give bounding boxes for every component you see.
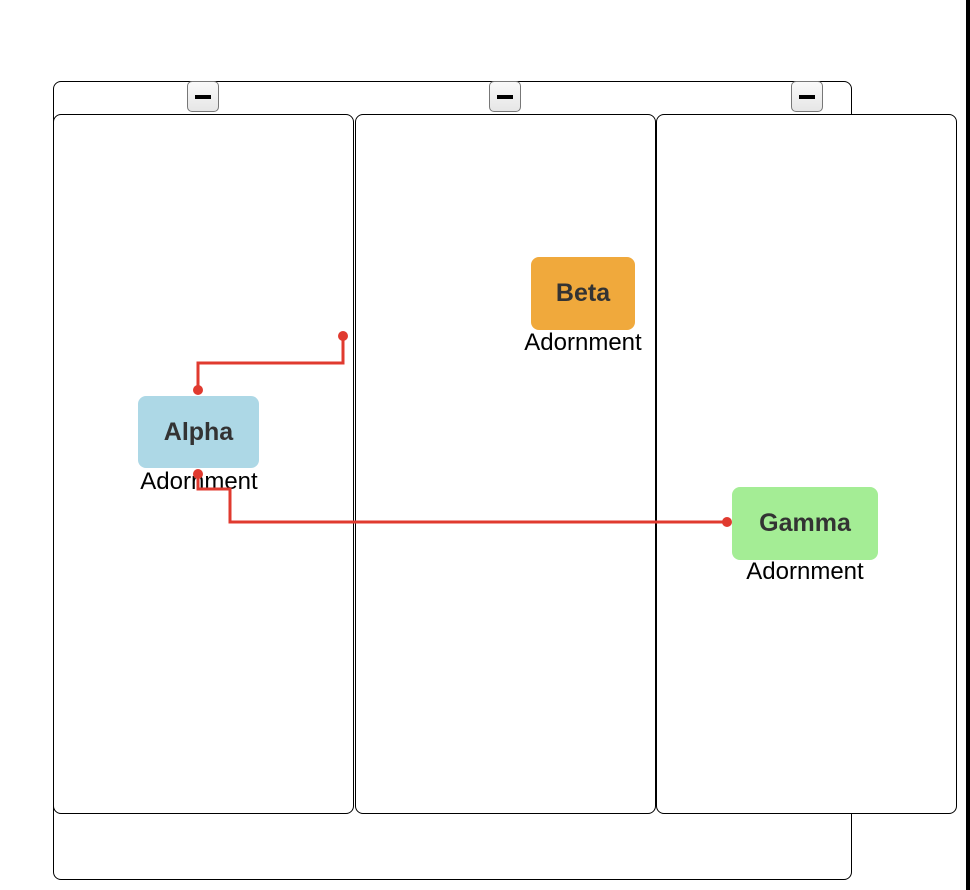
node-alpha-label: Alpha — [163, 417, 234, 446]
minus-icon — [497, 94, 513, 99]
lane-3-collapse-button[interactable] — [791, 81, 823, 112]
minus-icon — [195, 94, 211, 99]
node-beta-adornment: Adornment — [524, 329, 642, 356]
node-beta[interactable]: Beta — [531, 257, 635, 330]
minus-icon — [799, 94, 815, 99]
node-alpha[interactable]: Alpha — [138, 396, 259, 468]
node-gamma-adornment: Adornment — [746, 558, 864, 585]
lane-2-collapse-button[interactable] — [489, 81, 521, 112]
node-gamma[interactable]: Gamma — [732, 487, 878, 560]
lane-2[interactable] — [355, 114, 656, 814]
node-gamma-label: Gamma — [759, 509, 851, 537]
node-alpha-adornment: Adornment — [140, 468, 258, 495]
lane-1-collapse-button[interactable] — [187, 81, 219, 112]
node-beta-label: Beta — [555, 279, 611, 307]
lane-3[interactable] — [656, 114, 957, 814]
window-edge — [966, 0, 970, 890]
